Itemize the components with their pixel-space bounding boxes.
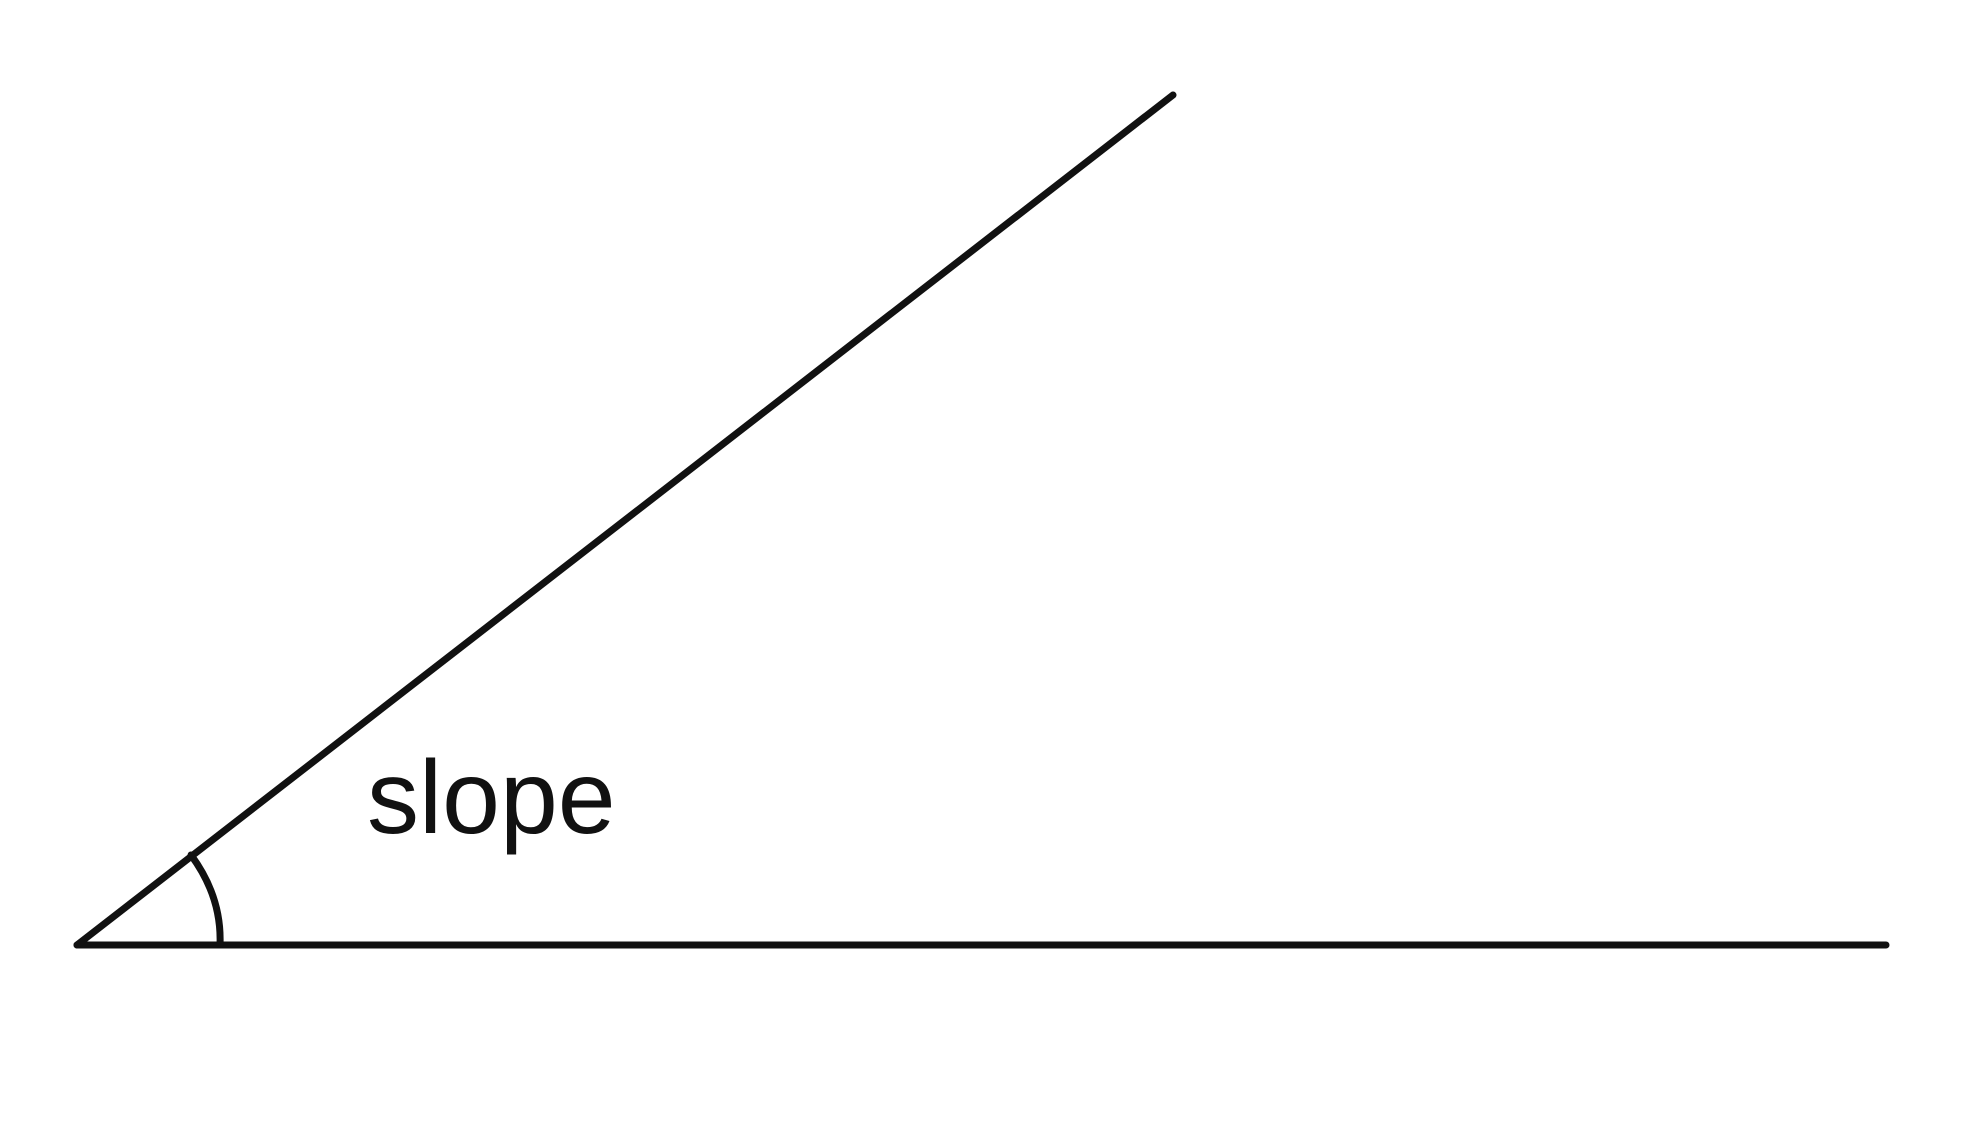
inclined-line bbox=[73, 91, 1177, 949]
angle-arc bbox=[187, 851, 224, 949]
angle-label: slope bbox=[367, 740, 616, 856]
